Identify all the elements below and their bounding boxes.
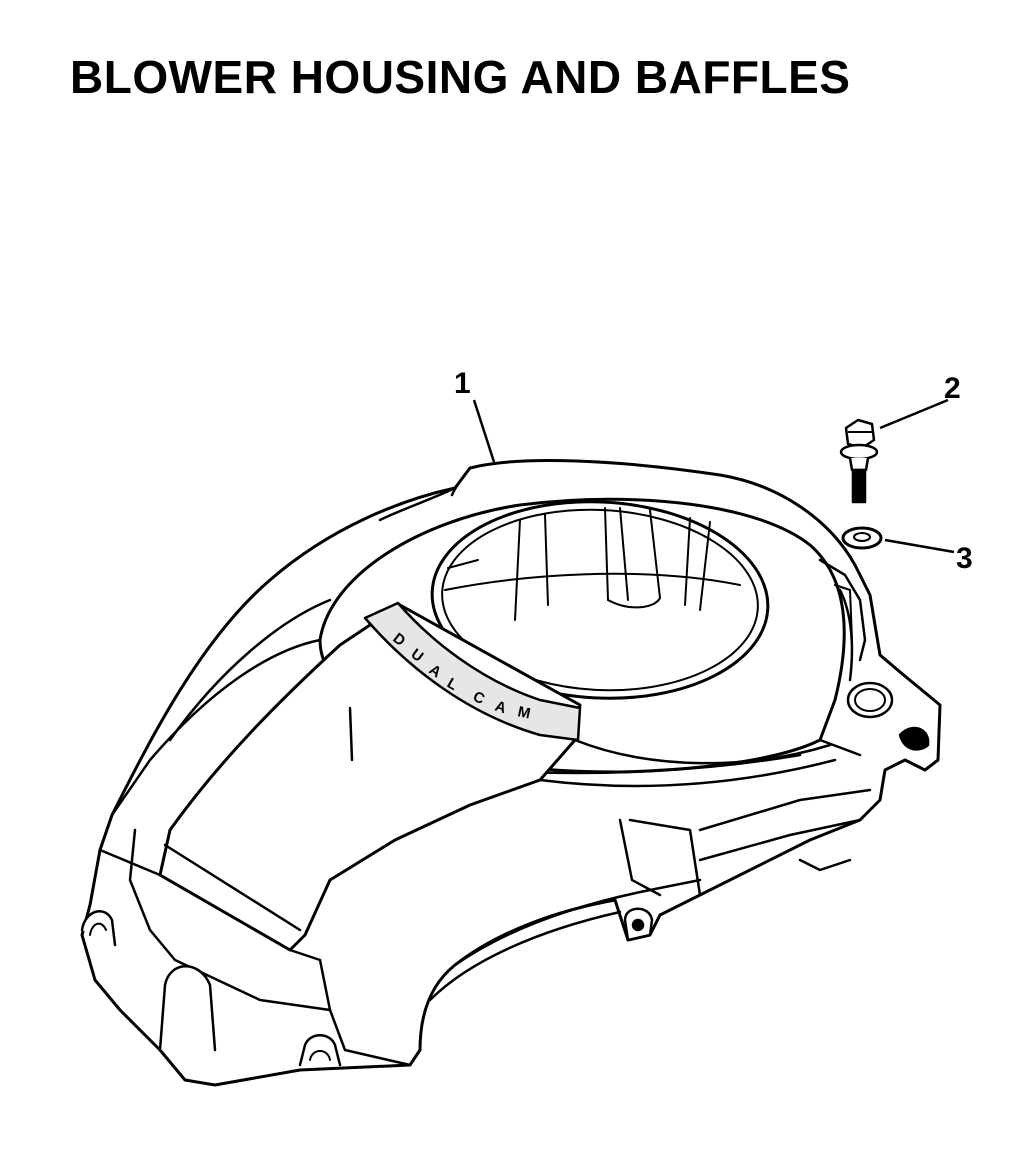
callout-number-1: 1 (454, 367, 471, 400)
rear-flange (818, 558, 930, 751)
decal-letter: A (493, 698, 509, 718)
dual-cam-decal (363, 601, 582, 742)
leader-line-2 (879, 398, 949, 430)
decal-letter: M (516, 703, 532, 722)
washer (841, 526, 883, 550)
screw-head (844, 418, 876, 450)
callout-number-2: 2 (944, 372, 961, 405)
screw-flange (839, 443, 879, 461)
mounting-tabs (80, 907, 654, 1067)
mounting-tab-left (80, 910, 117, 947)
housing-ridge-lines (110, 466, 862, 817)
flange-hole-lower (898, 726, 930, 751)
leader-line-1 (472, 399, 496, 463)
washer-hole (853, 532, 871, 542)
page-title: BLOWER HOUSING AND BAFFLES (70, 51, 851, 103)
mounting-tab-front-notch (158, 965, 217, 1052)
front-panel-fold (163, 706, 354, 932)
leader-lines (472, 398, 955, 554)
blower-housing (80, 459, 942, 1087)
side-panel (428, 738, 872, 1002)
callout-number-3: 3 (956, 542, 973, 575)
opening-interior-ribs (444, 507, 741, 621)
screw (839, 418, 879, 504)
front-skirt (98, 813, 412, 1067)
screw-shank (848, 457, 870, 472)
leader-line-3 (884, 538, 955, 554)
screw-threads (851, 468, 867, 504)
